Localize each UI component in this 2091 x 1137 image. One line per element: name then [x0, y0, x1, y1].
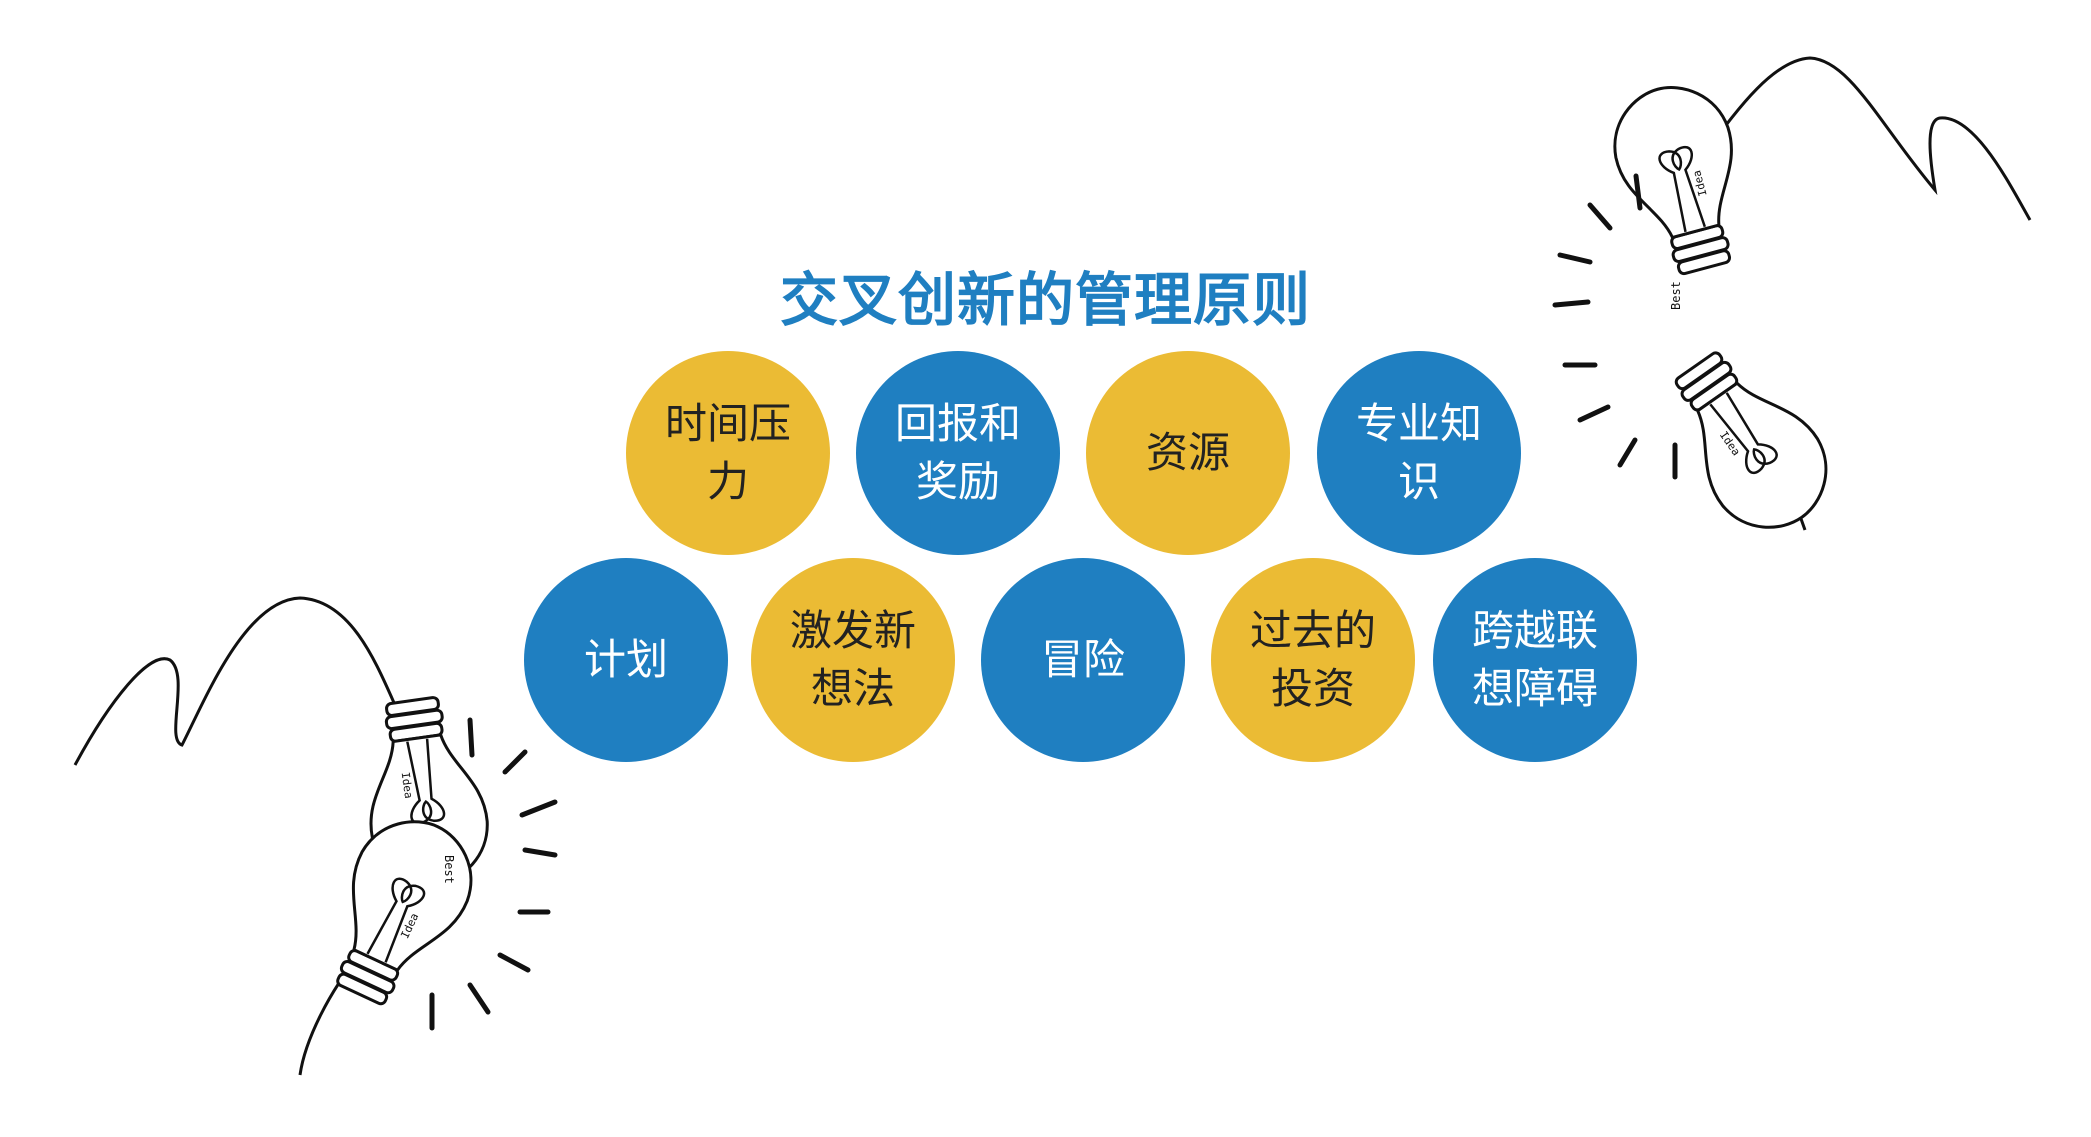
- bubble-planning: 计划: [524, 558, 728, 762]
- left-best-idea-label: Best: [442, 855, 456, 884]
- bubble-time-pressure: 时间压力: [626, 351, 830, 555]
- right-best-idea-label: Best: [1669, 281, 1683, 310]
- page-title: 交叉创新的管理原则: [779, 265, 1311, 334]
- bubble-label: 跨越联想障碍: [1471, 606, 1598, 713]
- bubble-rewards: 回报和奖励: [856, 351, 1060, 555]
- bubble-label: 回报和奖励: [894, 399, 1021, 506]
- left-bulb-bottom-icon: Idea: [336, 820, 473, 1006]
- right-rays-icon: [1552, 173, 1678, 480]
- right-bulb-bottom-icon: Idea: [1674, 351, 1828, 529]
- bubble-resources: 资源: [1086, 351, 1290, 555]
- bubble-label: 激发新想法: [789, 606, 916, 713]
- bubble-expertise: 专业知识: [1317, 351, 1521, 555]
- bubble-label: 过去的投资: [1249, 606, 1376, 713]
- bubble-past-investment: 过去的投资: [1211, 558, 1415, 762]
- bubble-label: 冒险: [1040, 635, 1125, 684]
- left-wire-icon: [73, 596, 397, 766]
- left-rays-icon: [429, 717, 558, 1031]
- bubble-risk: 冒险: [981, 558, 1185, 762]
- bubble-association-barrier: 跨越联想障碍: [1433, 558, 1637, 762]
- bubble-label: 时间压力: [664, 399, 791, 506]
- svg-text:Idea: Idea: [399, 771, 416, 799]
- bubble-label: 专业知识: [1355, 399, 1482, 506]
- bubble-label: 资源: [1145, 428, 1230, 477]
- bubble-new-ideas: 激发新想法: [751, 558, 955, 762]
- right-bulb-top-icon: Idea: [1613, 86, 1733, 276]
- right-wire-icon: [1698, 56, 2032, 221]
- bubble-label: 计划: [583, 635, 668, 684]
